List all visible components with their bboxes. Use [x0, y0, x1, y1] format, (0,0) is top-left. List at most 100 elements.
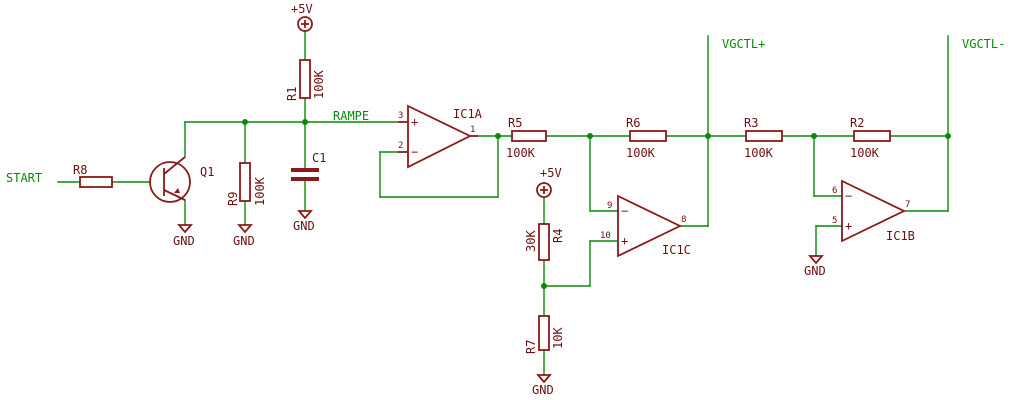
opamp-ic1b-minus-sign: −	[845, 189, 852, 203]
resistor-r5-value: 100K	[506, 146, 536, 160]
transistor-q1-name: Q1	[200, 165, 214, 179]
vcc-r4-circle	[536, 182, 552, 198]
capacitor-c1: C1	[291, 151, 326, 181]
resistor-r7-body	[538, 315, 550, 351]
resistor-r6-value: 100K	[626, 146, 656, 160]
opamp-ic1b-body	[841, 179, 907, 243]
resistor-r3: R3 100K	[744, 116, 783, 160]
opamp-ic1a-body	[407, 104, 473, 169]
resistor-r1-value: 100K	[312, 69, 326, 99]
opamp-ic1b-pin-out: 7	[905, 200, 910, 210]
resistor-r1-body	[299, 59, 311, 99]
junction-vgctl-minus	[945, 133, 951, 139]
transistor-q1-emitter	[163, 189, 186, 201]
resistor-r3-name: R3	[744, 116, 758, 130]
gnd-q1-triangle	[177, 224, 193, 234]
transistor-q1-collector	[163, 156, 186, 175]
resistor-r6-name: R6	[626, 116, 640, 130]
junctions	[242, 119, 951, 289]
opamp-ic1c-pin-plus: 10	[600, 231, 611, 241]
gnd-symbol-c1: GND	[293, 210, 315, 233]
resistor-r8-body	[79, 176, 113, 188]
resistor-r2-name: R2	[850, 116, 864, 130]
net-label-start: START	[6, 171, 42, 185]
resistor-r1-name: R1	[285, 87, 299, 101]
resistor-r4-value: 30K	[524, 230, 538, 252]
gnd-r7-triangle	[536, 374, 552, 384]
junction-ic1a-out	[495, 133, 501, 139]
junction-r9	[242, 119, 248, 125]
wires	[57, 30, 949, 375]
resistor-r7-name: R7	[524, 340, 538, 354]
resistor-r5-name: R5	[508, 116, 522, 130]
vcc-r4-label: +5V	[540, 166, 562, 180]
opamp-ic1a-minus-sign: −	[411, 145, 418, 159]
resistor-r7: R7 10K	[524, 315, 565, 354]
opamp-ic1c-name: IC1C	[662, 243, 691, 257]
gnd-q1-label: GND	[173, 234, 195, 248]
gnd-c1-label: GND	[293, 219, 315, 233]
vcc-symbol-r4: +5V	[536, 166, 562, 198]
resistor-r4-name: R4	[551, 229, 565, 243]
transistor-q1-body	[149, 161, 191, 203]
resistor-r9-body	[239, 162, 251, 202]
resistor-r2-value: 100K	[850, 146, 880, 160]
junction-r3-r2	[811, 133, 817, 139]
resistor-r7-value: 10K	[551, 327, 565, 349]
opamp-ic1a: + − 3 2 1 IC1A	[398, 104, 483, 169]
vcc-symbol-r1: +5V	[291, 2, 313, 32]
opamp-ic1b-pin-plus: 5	[832, 216, 837, 226]
gnd-symbol-ic1b: GND	[804, 255, 826, 278]
resistor-r9-value: 100K	[253, 176, 267, 206]
gnd-ic1b-triangle	[808, 255, 824, 265]
opamp-ic1c: − + 9 10 8 IC1C	[600, 194, 691, 258]
opamp-ic1b-name: IC1B	[886, 229, 915, 243]
resistor-r5-body	[511, 130, 547, 142]
gnd-r7-label: GND	[532, 383, 554, 397]
gnd-ic1b-label: GND	[804, 264, 826, 278]
junction-r4-r7	[541, 283, 547, 289]
junction-vgctl-plus	[705, 133, 711, 139]
resistor-r1: R1 100K	[285, 59, 326, 101]
resistor-r8-name: R8	[73, 163, 87, 177]
opamp-ic1c-pin-minus: 9	[607, 201, 612, 211]
transistor-q1-arrow	[174, 188, 180, 193]
opamp-ic1c-body	[617, 194, 683, 258]
resistor-r8: R8	[73, 163, 113, 188]
gnd-symbol-r9: GND	[233, 224, 255, 248]
resistor-r6-body	[629, 130, 667, 142]
opamp-ic1b-plus-sign: +	[845, 219, 852, 233]
resistor-r9-name: R9	[226, 192, 240, 206]
opamp-ic1a-pin-out: 1	[470, 125, 475, 135]
junction-r1-c1	[302, 119, 308, 125]
junction-r5-r6	[587, 133, 593, 139]
vcc-r1-circle	[297, 16, 313, 32]
gnd-symbol-r7: GND	[532, 374, 554, 397]
gnd-symbol-q1: GND	[173, 224, 195, 248]
opamp-ic1b-pin-minus: 6	[832, 186, 837, 196]
capacitor-c1-name: C1	[312, 151, 326, 165]
opamp-ic1c-pin-out: 8	[681, 215, 686, 225]
opamp-ic1c-plus-sign: +	[621, 234, 628, 248]
resistor-r6: R6 100K	[626, 116, 667, 160]
opamp-ic1c-minus-sign: −	[621, 204, 628, 218]
vcc-r1-label: +5V	[291, 2, 313, 16]
net-label-rampe: RAMPE	[333, 109, 369, 123]
gnd-c1-triangle	[297, 210, 313, 220]
resistor-r2-body	[853, 130, 891, 142]
transistor-q1: Q1	[149, 156, 214, 203]
resistor-r2: R2 100K	[850, 116, 891, 160]
opamp-ic1a-plus-sign: +	[411, 115, 418, 129]
opamp-ic1a-pin-minus: 2	[398, 141, 403, 151]
resistor-r4-body	[538, 223, 550, 261]
gnd-r9-triangle	[237, 224, 253, 234]
resistor-r5: R5 100K	[506, 116, 547, 160]
resistor-r4: 30K R4	[524, 223, 565, 261]
resistor-r3-body	[745, 130, 783, 142]
resistor-r9: R9 100K	[226, 162, 267, 206]
opamp-ic1a-name: IC1A	[453, 107, 483, 121]
net-label-vgctl-minus: VGCTL-	[962, 37, 1005, 51]
net-label-vgctl-plus: VGCTL+	[722, 37, 765, 51]
opamp-ic1a-pin-plus: 3	[398, 111, 403, 121]
